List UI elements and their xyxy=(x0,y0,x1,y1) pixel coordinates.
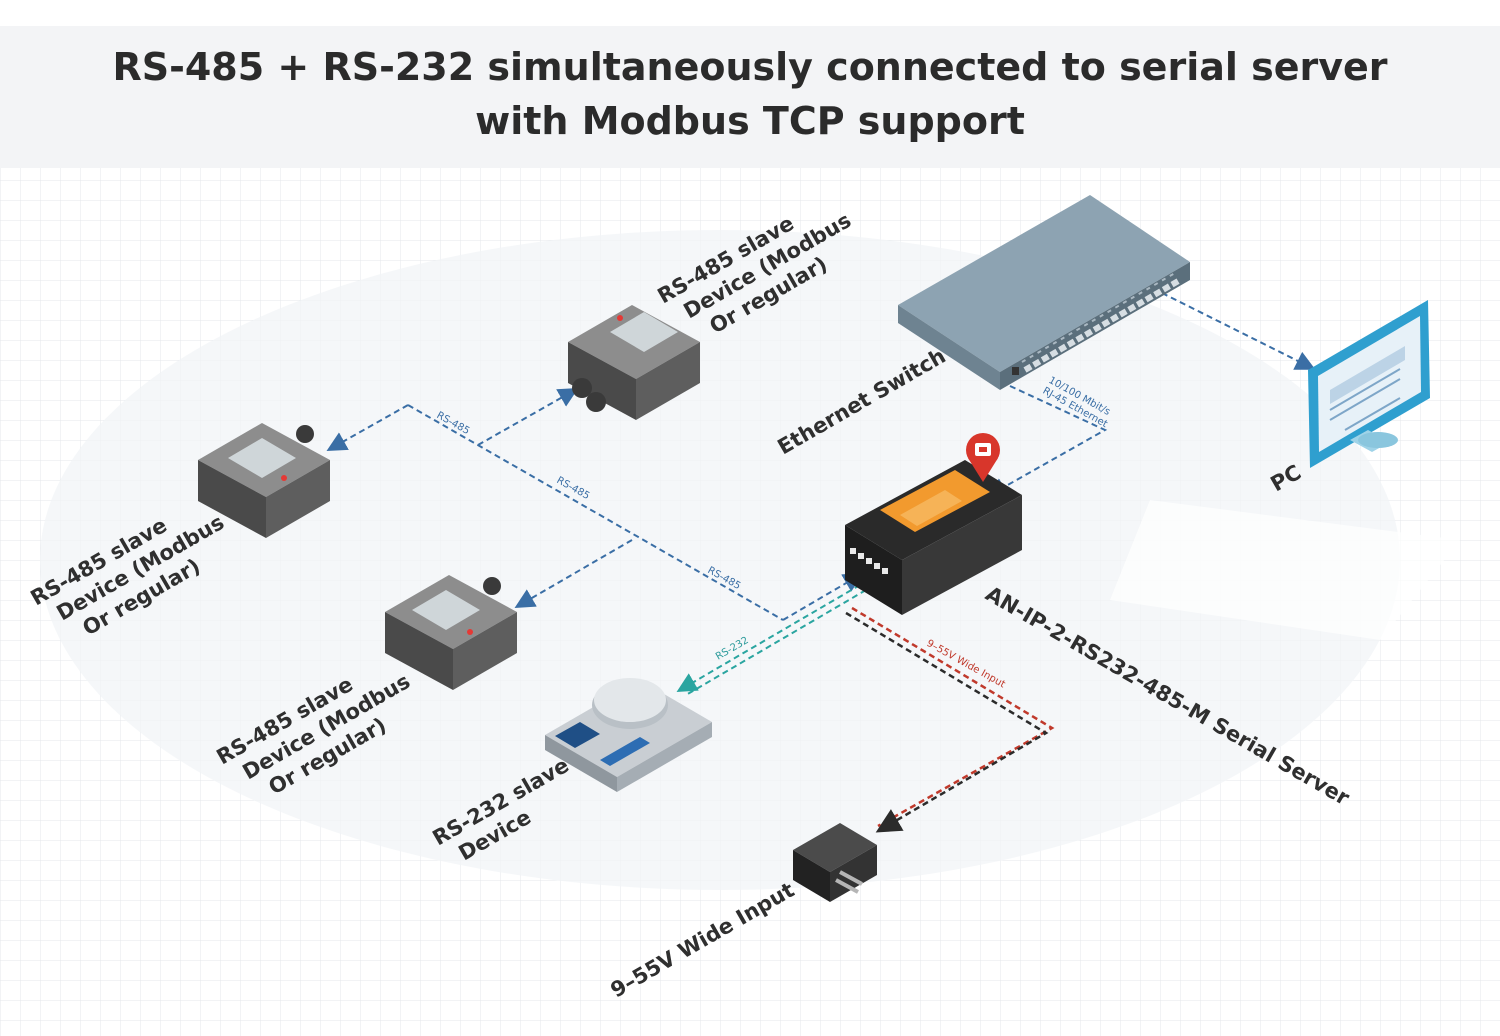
rs485-link-top xyxy=(477,388,579,446)
ethernet-link-server xyxy=(986,385,1108,497)
ethernet-link-pc xyxy=(1161,292,1316,370)
sensor-box-icon xyxy=(198,423,330,538)
backdrop-glow xyxy=(40,230,1400,890)
rs485-link-mid xyxy=(514,539,633,609)
header-band xyxy=(0,26,1500,168)
ethernet-port-badge-icon xyxy=(966,433,1000,482)
rs232-link xyxy=(676,584,867,696)
serial-server-icon xyxy=(845,460,1022,615)
page-title: RS-485 + RS-232 simultaneously connected… xyxy=(112,45,1388,143)
rs485-link-left xyxy=(326,404,409,451)
rs485-link-server xyxy=(782,572,864,621)
rs485-bus xyxy=(326,292,1316,621)
sensor-box-icon xyxy=(568,305,700,420)
ethernet-switch-icon xyxy=(898,195,1190,390)
power-link xyxy=(845,606,1055,833)
sensor-box-icon xyxy=(385,575,517,690)
scale-icon xyxy=(545,678,712,792)
power-adapter-icon xyxy=(793,823,877,902)
floor-plate xyxy=(1110,500,1460,640)
pc-monitor-icon xyxy=(1308,300,1430,468)
rs485-link-main xyxy=(407,404,784,621)
